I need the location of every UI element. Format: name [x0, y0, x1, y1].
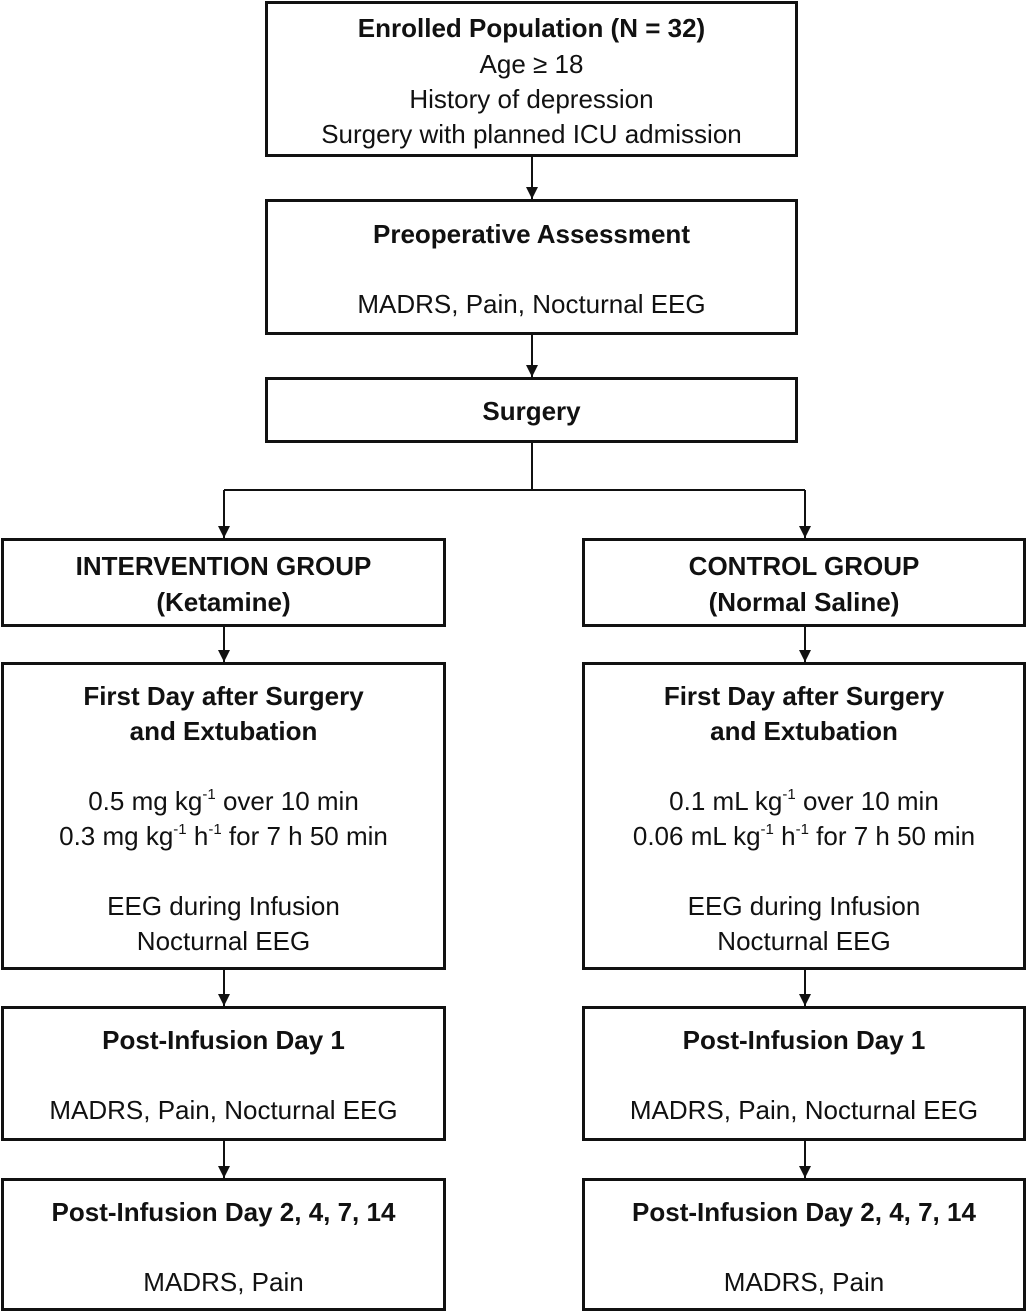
- intervention-post2-title: Post-Infusion Day 2, 4, 7, 14: [51, 1197, 396, 1227]
- intervention-group-title: INTERVENTION GROUP: [75, 551, 372, 581]
- control-group-title: CONTROL GROUP: [688, 551, 920, 581]
- intervention-eeg-nocturnal: Nocturnal EEG: [136, 926, 311, 956]
- control-post2-measures: MADRS, Pain: [723, 1267, 885, 1297]
- intervention-post1-title: Post-Infusion Day 1: [102, 1025, 345, 1055]
- criterion-surgery: Surgery with planned ICU admission: [321, 119, 742, 149]
- control-day-title-2: and Extubation: [710, 716, 898, 746]
- surgery-title: Surgery: [482, 396, 581, 426]
- criterion-depression: History of depression: [409, 84, 654, 114]
- control-post1-measures: MADRS, Pain, Nocturnal EEG: [629, 1095, 979, 1125]
- enrolled-population-box: Enrolled Population (N = 32) Age ≥ 18 Hi…: [265, 1, 798, 157]
- intervention-day-title-2: and Extubation: [129, 716, 318, 746]
- intervention-group-box: INTERVENTION GROUP (Ketamine): [1, 538, 446, 627]
- intervention-post-day2-box: Post-Infusion Day 2, 4, 7, 14 MADRS, Pai…: [1, 1178, 446, 1311]
- control-day-title-1: First Day after Surgery: [663, 681, 945, 711]
- intervention-first-day-box: First Day after Surgery and Extubation 0…: [1, 662, 446, 970]
- enrolled-title: Enrolled Population (N = 32): [357, 13, 706, 43]
- control-eeg-infusion: EEG during Infusion: [687, 891, 921, 921]
- control-post1-title: Post-Infusion Day 1: [682, 1025, 926, 1055]
- control-post2-title: Post-Infusion Day 2, 4, 7, 14: [632, 1197, 976, 1227]
- preop-title: Preoperative Assessment: [373, 219, 690, 249]
- preoperative-assessment-box: Preoperative Assessment MADRS, Pain, Noc…: [265, 199, 798, 335]
- control-post-day1-box: Post-Infusion Day 1 MADRS, Pain, Nocturn…: [582, 1006, 1026, 1141]
- control-group-agent: (Normal Saline): [708, 587, 900, 617]
- intervention-post2-measures: MADRS, Pain: [143, 1267, 304, 1297]
- control-bolus-dose: 0.1 mL kg-1 over 10 min: [669, 786, 939, 816]
- intervention-bolus-dose: 0.5 mg kg-1 over 10 min: [88, 786, 359, 816]
- intervention-infusion-dose: 0.3 mg kg-1 h-1 for 7 h 50 min: [59, 821, 388, 851]
- control-group-box: CONTROL GROUP (Normal Saline): [582, 538, 1026, 627]
- control-infusion-dose: 0.06 mL kg-1 h-1 for 7 h 50 min: [632, 821, 976, 851]
- control-eeg-nocturnal: Nocturnal EEG: [717, 926, 891, 956]
- intervention-day-title-1: First Day after Surgery: [83, 681, 364, 711]
- criterion-age: Age ≥ 18: [479, 49, 584, 79]
- control-first-day-box: First Day after Surgery and Extubation 0…: [582, 662, 1026, 970]
- intervention-group-agent: (Ketamine): [156, 587, 291, 617]
- preop-measures: MADRS, Pain, Nocturnal EEG: [357, 289, 706, 319]
- control-post-day2-box: Post-Infusion Day 2, 4, 7, 14 MADRS, Pai…: [582, 1178, 1026, 1311]
- intervention-post-day1-box: Post-Infusion Day 1 MADRS, Pain, Nocturn…: [1, 1006, 446, 1141]
- intervention-eeg-infusion: EEG during Infusion: [107, 891, 340, 921]
- surgery-box: Surgery: [265, 377, 798, 443]
- intervention-post1-measures: MADRS, Pain, Nocturnal EEG: [49, 1095, 398, 1125]
